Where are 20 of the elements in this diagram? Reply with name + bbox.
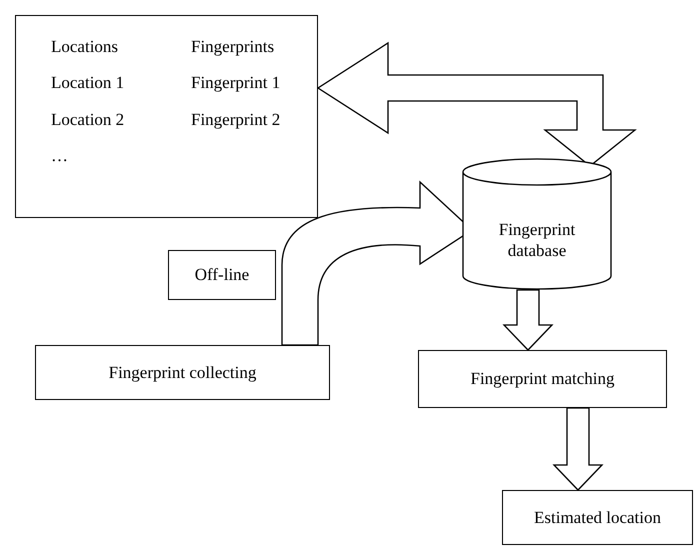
process-box bbox=[502, 490, 693, 545]
table-text: … bbox=[51, 144, 69, 166]
table-text: Location 2 bbox=[51, 108, 126, 130]
database-cylinder bbox=[462, 158, 612, 290]
table-text: Locations bbox=[51, 36, 120, 58]
node-label: Fingerprint collecting bbox=[108, 362, 256, 384]
table-text: Location 1 bbox=[51, 72, 126, 94]
table-text: Fingerprint 1 bbox=[191, 72, 282, 94]
process-box bbox=[35, 345, 330, 400]
node-label: Off-line bbox=[194, 264, 250, 286]
node-label: Estimated location bbox=[534, 506, 661, 528]
process-box bbox=[168, 250, 276, 300]
process-box bbox=[418, 350, 667, 408]
hollow-arrow bbox=[502, 289, 554, 351]
table-box bbox=[15, 15, 318, 218]
table-text: Fingerprint 2 bbox=[191, 108, 282, 130]
node-label: Fingerprint matching bbox=[470, 368, 614, 390]
table-text: Fingerprints bbox=[191, 36, 276, 58]
hollow-arrow bbox=[552, 407, 604, 491]
node-label: Fingerprint database bbox=[498, 218, 576, 262]
